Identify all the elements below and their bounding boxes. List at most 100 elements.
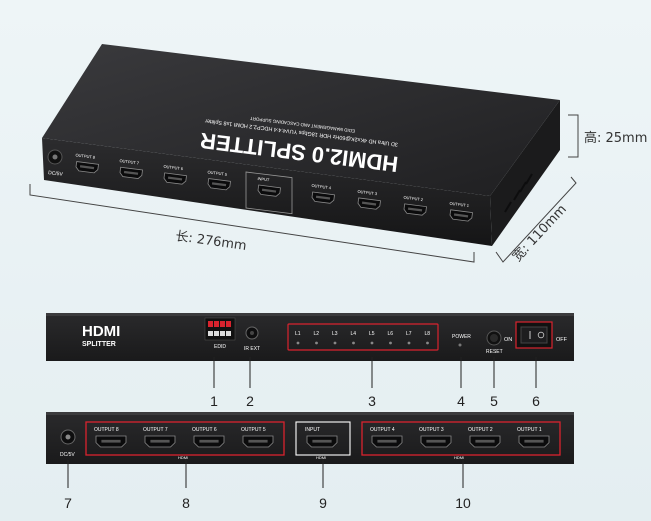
rear-panel: DC/5V OUTPUT 8 OUTPUT 7 OUTPUT 6 OUTPUT 5 IN… [46, 412, 574, 464]
power-label: POWER [452, 334, 471, 340]
rear-port-label: OUTPUT 3 [419, 427, 444, 433]
front-brand-line1: HDMI [82, 323, 120, 340]
rear-port-label: OUTPUT 7 [143, 427, 168, 433]
rear-hdmi-port-9[interactable] [518, 435, 550, 448]
callout-number: 10 [455, 495, 471, 511]
rear-port-label: OUTPUT 1 [517, 427, 542, 433]
top-port-label: OUTPUT 6 [163, 164, 184, 172]
rear-hdmi-port-7[interactable] [420, 435, 452, 448]
rear-port-label: OUTPUT 8 [94, 427, 119, 433]
callout-number: 5 [490, 393, 498, 409]
led-label: L4 [351, 331, 357, 337]
rear-hdmi-port-6[interactable] [371, 435, 403, 448]
top-hdmi-port-1[interactable] [75, 161, 99, 174]
rear-input-frame [295, 421, 351, 456]
width-label: 宽: 110mm [509, 201, 570, 264]
led-dot [315, 341, 318, 345]
power-led [458, 343, 462, 347]
front-panel: HDMI SPLITTER EDID IR EXT L1 L2 L3 L4 L5 L6 L7… [46, 313, 574, 361]
top-hdmi-port-9[interactable] [449, 209, 473, 222]
rear-hdmi-port-5[interactable] [306, 435, 338, 448]
rear-port-row: OUTPUT 8 OUTPUT 7 OUTPUT 6 OUTPUT 5 INPUT OUT… [94, 427, 550, 448]
reset-button[interactable] [486, 330, 502, 346]
front-brand-line2: SPLITTER [82, 341, 116, 348]
callout-number: 3 [368, 393, 376, 409]
rear-hdmi-label-left: HDMI [178, 455, 188, 460]
top-device: HDMI2.0 SPLITTER 3D Ultra HD 4Kx2K@60Hz … [42, 44, 560, 246]
rear-hdmi-port-8[interactable] [469, 435, 501, 448]
rear-power-jack[interactable] [60, 429, 76, 445]
dimension-lines [29, 114, 579, 263]
ir-ext-label: IR EXT [244, 346, 260, 352]
top-hdmi-port-5[interactable] [257, 184, 281, 197]
top-hdmi-port-2[interactable] [119, 166, 143, 179]
ir-ext-jack[interactable] [245, 326, 259, 340]
led-indicator-row: L1 L2 L3 L4 L5 L6 L7 L8 [295, 331, 431, 345]
vent-slots [504, 173, 533, 213]
off-label: OFF [556, 337, 568, 343]
rear-port-label: OUTPUT 2 [468, 427, 493, 433]
rear-port-label: OUTPUT 4 [370, 427, 395, 433]
callout-number: 1 [210, 393, 218, 409]
height-label: 高: 25mm [584, 130, 647, 146]
led-dot [389, 341, 392, 345]
rear-hdmi-port-2[interactable] [144, 435, 176, 448]
top-port-label: OUTPUT 1 [449, 201, 470, 209]
top-port-label: OUTPUT 4 [311, 183, 332, 191]
led-dot [370, 341, 374, 345]
top-power-jack: DC/5V [47, 149, 64, 178]
power-switch[interactable] [515, 321, 553, 349]
rear-hdmi-label-right: HDMI [454, 455, 464, 460]
reset-label: RESET [486, 349, 503, 355]
led-dot [426, 341, 429, 345]
edid-label: EDID [214, 344, 226, 350]
led-label: L3 [332, 331, 338, 337]
rear-port-label: OUTPUT 5 [241, 427, 266, 433]
top-hdmi-port-3[interactable] [163, 172, 187, 185]
led-indicator-frame [287, 323, 439, 351]
front-panel-body [46, 313, 574, 361]
rear-port-label: OUTPUT 6 [192, 427, 217, 433]
length-label: 长: 276mm [174, 229, 247, 254]
edid-dip-switch[interactable] [204, 317, 236, 341]
top-port-label: OUTPUT 5 [207, 169, 228, 177]
top-port-label: OUTPUT 8 [75, 152, 96, 160]
callout-number: 8 [182, 495, 190, 511]
rear-hdmi-port-4[interactable] [242, 435, 274, 448]
callout-number: 7 [64, 495, 72, 511]
rear-hdmi-port-1[interactable] [95, 435, 127, 448]
callout-number: 2 [246, 393, 254, 409]
device-top-face [42, 44, 560, 196]
top-hdmi-port-4[interactable] [207, 178, 231, 191]
top-hdmi-port-6[interactable] [311, 191, 335, 204]
top-power-label: DC/5V [48, 170, 64, 178]
callout-number: 4 [457, 393, 465, 409]
led-label: L6 [388, 331, 394, 337]
led-label: L8 [425, 331, 431, 337]
led-dot [352, 341, 355, 345]
led-label: L5 [369, 331, 375, 337]
top-port-row: OUTPUT 8 OUTPUT 7 OUTPUT 6 OUTPUT 5 INPUT OUT… [75, 152, 473, 222]
top-hdmi-port-7[interactable] [357, 197, 381, 210]
rear-power-label: DC/5V [60, 452, 75, 458]
top-input-frame [245, 171, 293, 215]
rear-hdmi-label-center: HDMI [316, 455, 326, 460]
rear-port-label: INPUT [305, 427, 320, 433]
top-port-label: INPUT [257, 176, 270, 183]
rear-left-group-frame [85, 421, 285, 456]
top-port-label: OUTPUT 7 [119, 158, 140, 166]
led-dot [407, 341, 411, 345]
led-label: L1 [295, 331, 301, 337]
rear-right-group-frame [361, 421, 561, 456]
rear-hdmi-port-3[interactable] [193, 435, 225, 448]
top-port-label: OUTPUT 3 [357, 189, 378, 197]
led-label: L7 [406, 331, 412, 337]
on-label: ON [504, 337, 512, 343]
led-dot [296, 341, 300, 345]
led-label: L2 [314, 331, 320, 337]
top-port-label: OUTPUT 2 [403, 195, 424, 203]
top-hdmi-port-8[interactable] [403, 203, 427, 216]
